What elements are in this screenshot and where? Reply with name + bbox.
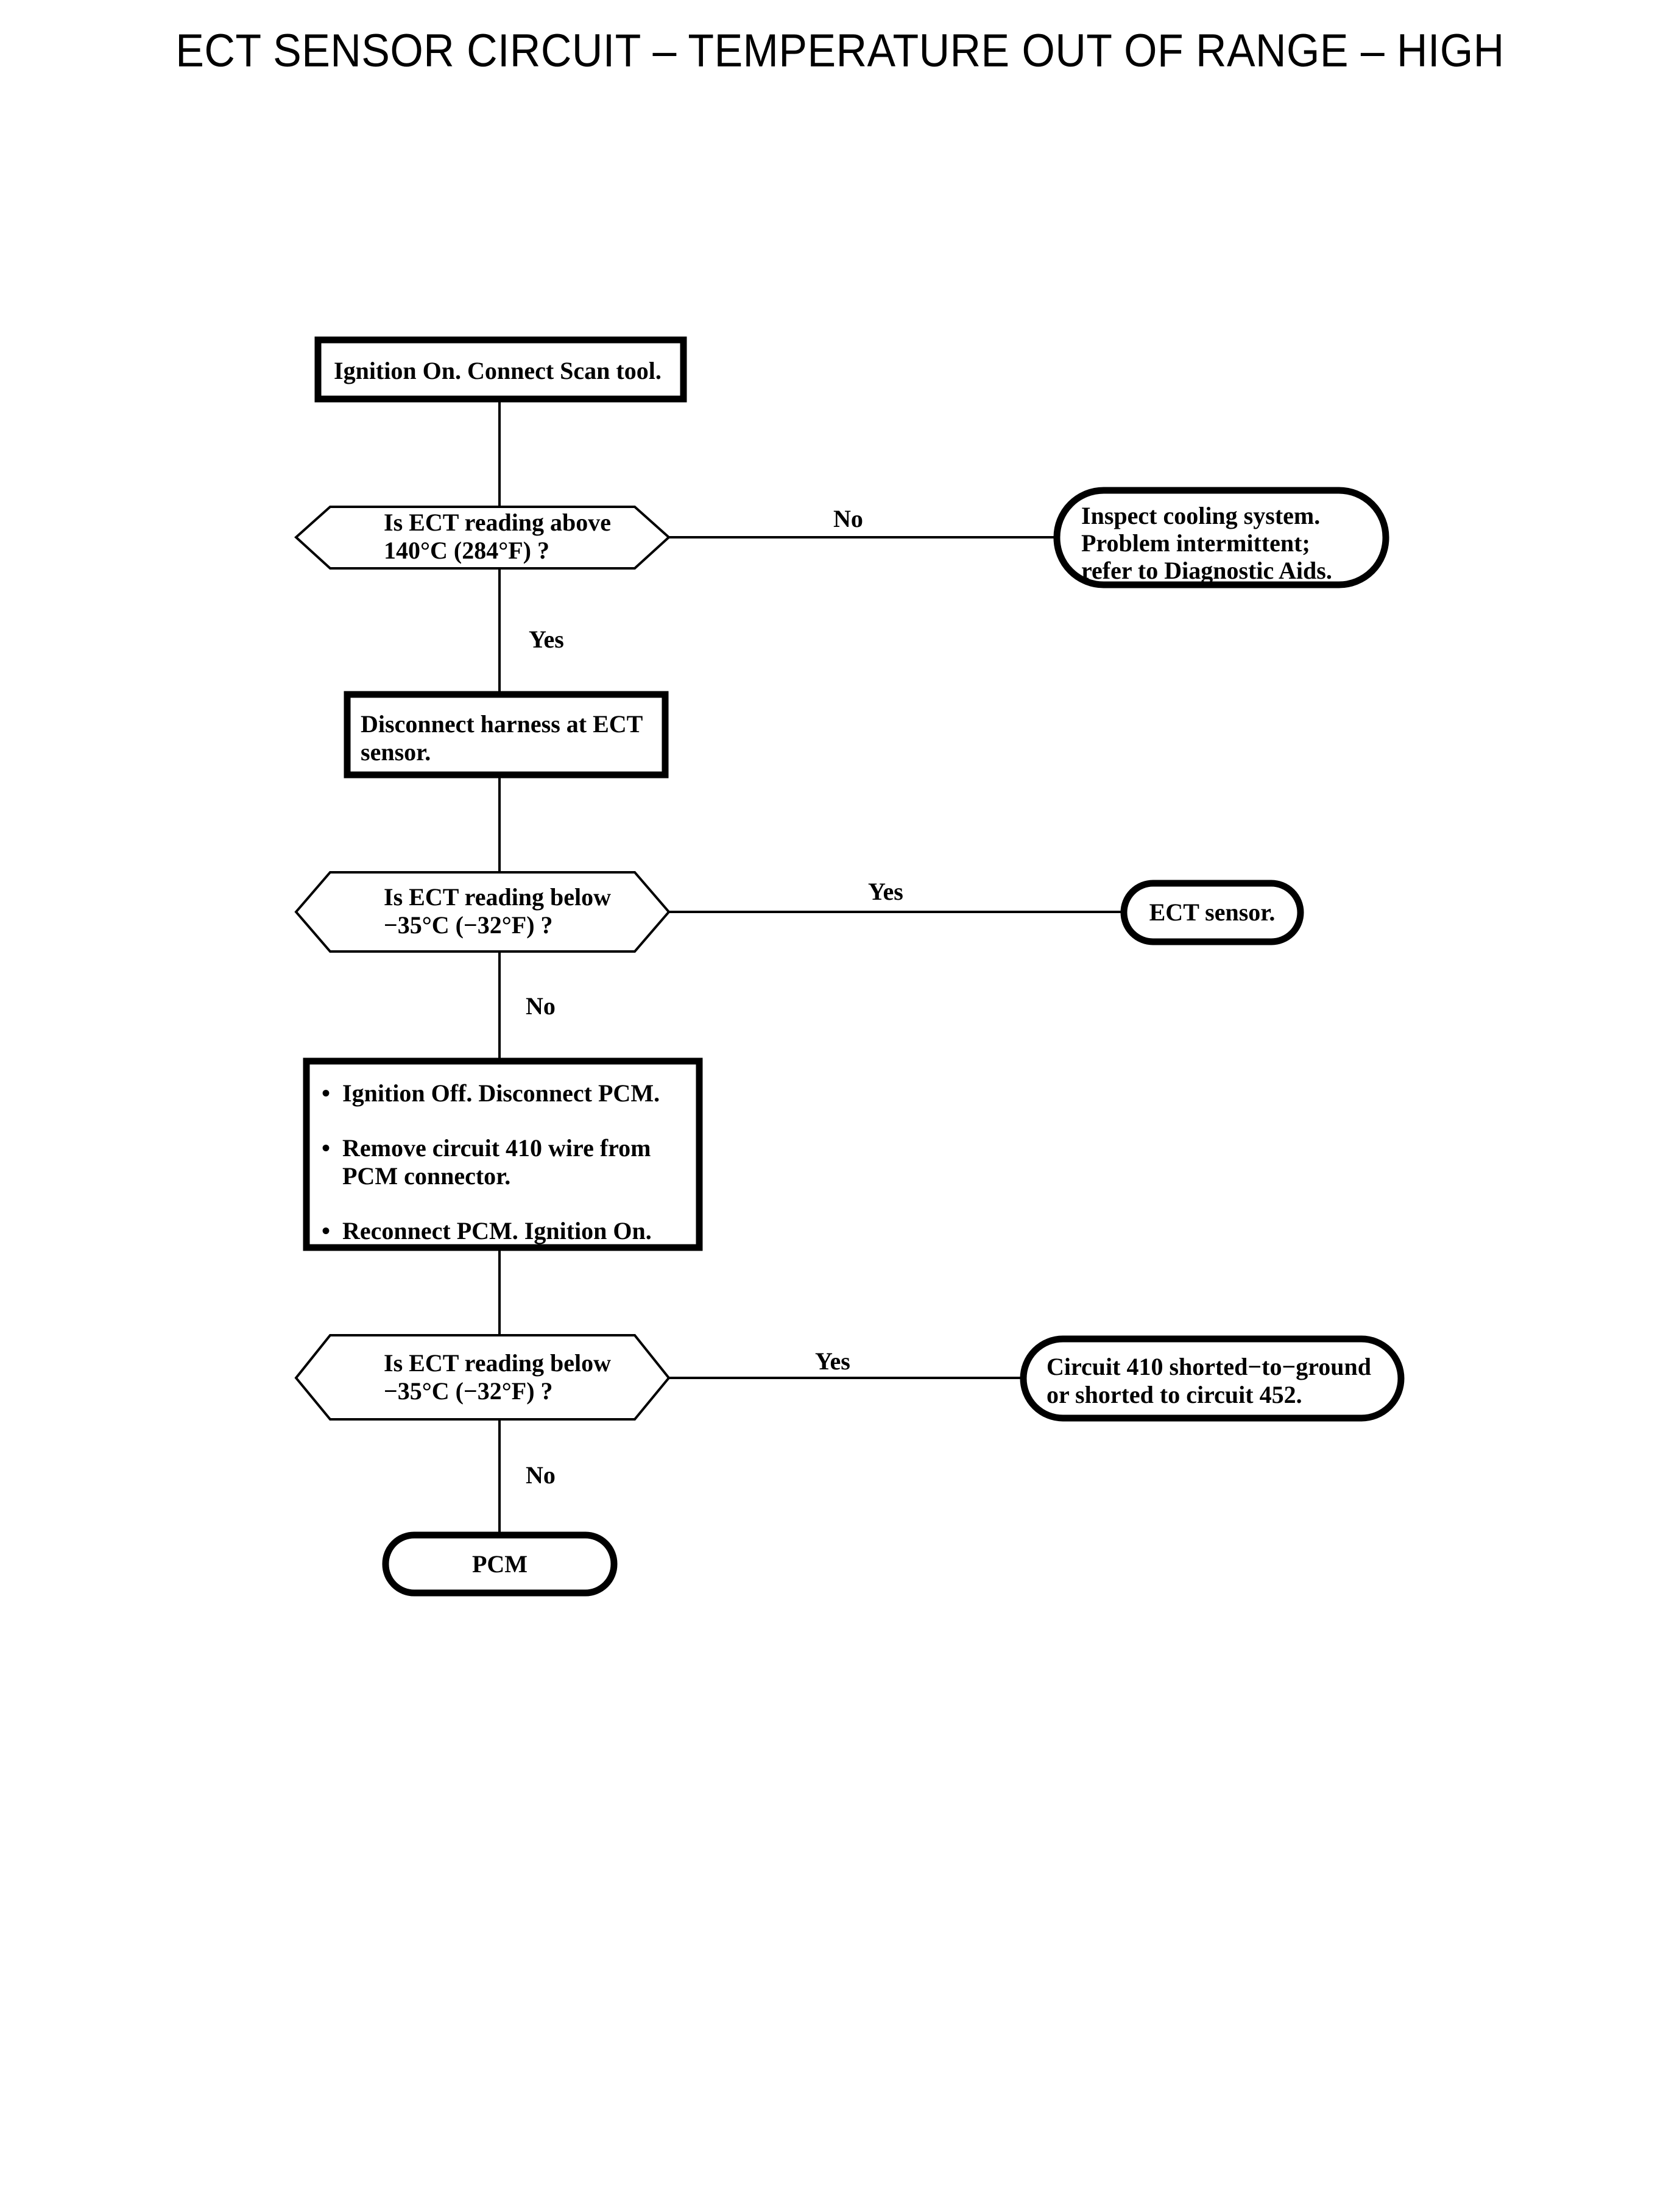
node-decision-low-1-shape xyxy=(294,871,671,953)
bullet-item-1-label: Ignition Off. Disconnect PCM. xyxy=(342,1079,660,1107)
edge-label-no-1: No xyxy=(833,505,863,532)
bullet-dot-icon: • xyxy=(322,1134,331,1162)
bullet-item-2-label: Remove circuit 410 wire from PCM connect… xyxy=(342,1134,651,1190)
node-step-pcm-bullets: • Ignition Off. Disconnect PCM. • Remove… xyxy=(322,1079,705,1245)
page-title: ECT SENSOR CIRCUIT – TEMPERATURE OUT OF … xyxy=(175,25,1505,77)
node-step-disconnect-line1: Disconnect harness at ECT xyxy=(361,710,643,738)
node-result-sensor-shape xyxy=(1120,880,1304,945)
node-step-pcm-shape xyxy=(303,1057,703,1251)
node-decision-low-1-line2: −35°C (−32°F) ? xyxy=(384,911,553,939)
node-result-pcm-label: PCM xyxy=(471,1550,528,1578)
connector-lines xyxy=(498,399,1124,1535)
node-step-disconnect-shape xyxy=(344,691,669,778)
bullet-dot-icon: • xyxy=(322,1079,331,1107)
node-start-step-shape xyxy=(314,336,687,403)
node-result-sensor-label: ECT sensor. xyxy=(1149,898,1276,926)
edge-label-yes-2: Yes xyxy=(868,878,903,905)
bullet-dot-icon: • xyxy=(322,1217,331,1244)
node-decision-high-line1: Is ECT reading above xyxy=(384,509,612,536)
node-result-short-shape xyxy=(1020,1335,1405,1422)
edge-label-no-2: No xyxy=(526,992,556,1020)
node-result-short-line1: Circuit 410 shorted−to−ground xyxy=(1046,1353,1372,1380)
node-result-cooling-shape xyxy=(1053,487,1389,588)
node-decision-low-2-line1: Is ECT reading below xyxy=(384,1349,612,1377)
node-decision-high-shape xyxy=(294,506,671,570)
node-start-step-label: Ignition On. Connect Scan tool. xyxy=(334,357,662,384)
node-decision-low-2-shape xyxy=(294,1334,671,1421)
node-result-pcm-shape xyxy=(382,1531,618,1597)
bullet-item-3: • Reconnect PCM. Ignition On. xyxy=(322,1217,705,1245)
node-decision-high-line2: 140°C (284°F) ? xyxy=(384,537,549,564)
edge-label-yes-1: Yes xyxy=(529,626,564,653)
node-result-cooling-line2: Problem intermittent; xyxy=(1081,529,1310,557)
node-decision-low-2-line2: −35°C (−32°F) ? xyxy=(384,1377,553,1405)
node-result-cooling-line3: refer to Diagnostic Aids. xyxy=(1081,557,1332,584)
edge-label-yes-3: Yes xyxy=(815,1347,850,1375)
node-result-short-line2: or shorted to circuit 452. xyxy=(1046,1381,1302,1408)
node-result-cooling-line1: Inspect cooling system. xyxy=(1081,502,1321,529)
node-step-disconnect-line2: sensor. xyxy=(361,738,431,766)
edge-label-no-3: No xyxy=(526,1461,556,1489)
bullet-item-1: • Ignition Off. Disconnect PCM. xyxy=(322,1079,705,1107)
node-decision-low-1-line1: Is ECT reading below xyxy=(384,883,612,911)
bullet-item-2: • Remove circuit 410 wire from PCM conne… xyxy=(322,1134,705,1190)
bullet-item-3-label: Reconnect PCM. Ignition On. xyxy=(342,1217,652,1244)
